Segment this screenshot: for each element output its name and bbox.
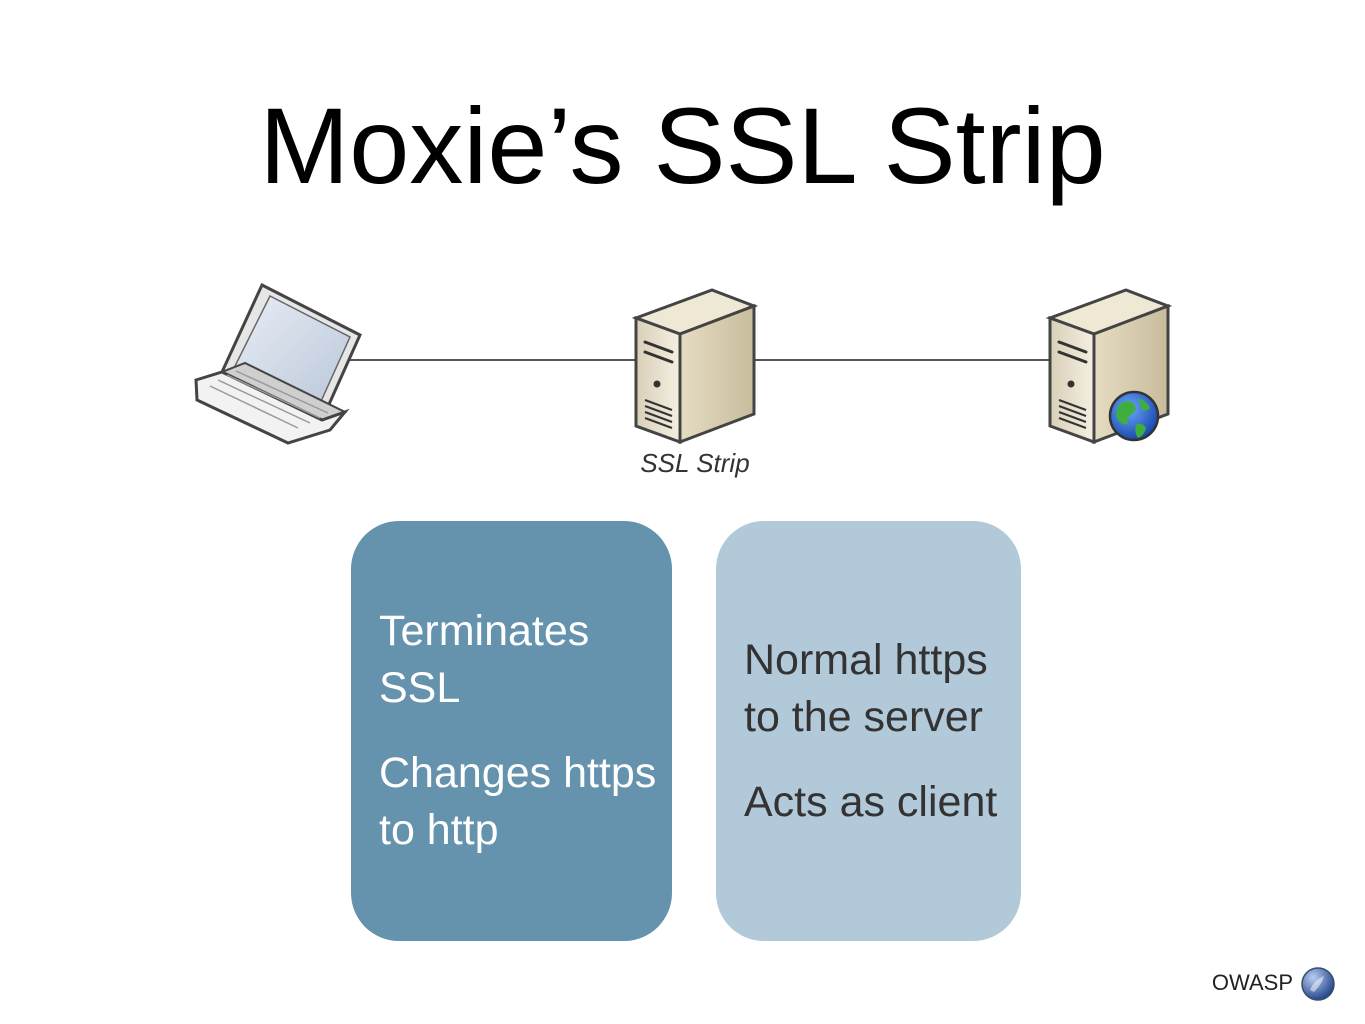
globe-icon bbox=[1108, 390, 1160, 442]
owasp-logo-icon bbox=[1301, 967, 1335, 1001]
box-left-line-2: Changes https to http bbox=[379, 749, 657, 854]
footer-owasp-text: OWASP bbox=[1211, 970, 1293, 995]
web-server-icon bbox=[1045, 288, 1173, 445]
laptop-icon bbox=[194, 282, 362, 445]
page-title: Moxie’s SSL Strip bbox=[259, 85, 1106, 206]
server-icon bbox=[631, 288, 759, 445]
box-left-line-1: Terminates SSL bbox=[379, 607, 590, 712]
box-right-line-1: Normal https to the server bbox=[744, 635, 988, 741]
ssl-strip-label: SSL Strip bbox=[640, 448, 750, 478]
box-right-line-2: Acts as client bbox=[744, 777, 998, 826]
server-side-description-box: Normal https to the server Acts as clien… bbox=[716, 521, 1021, 941]
ssl-strip-description-box: Terminates SSL Changes https to http bbox=[351, 521, 672, 941]
